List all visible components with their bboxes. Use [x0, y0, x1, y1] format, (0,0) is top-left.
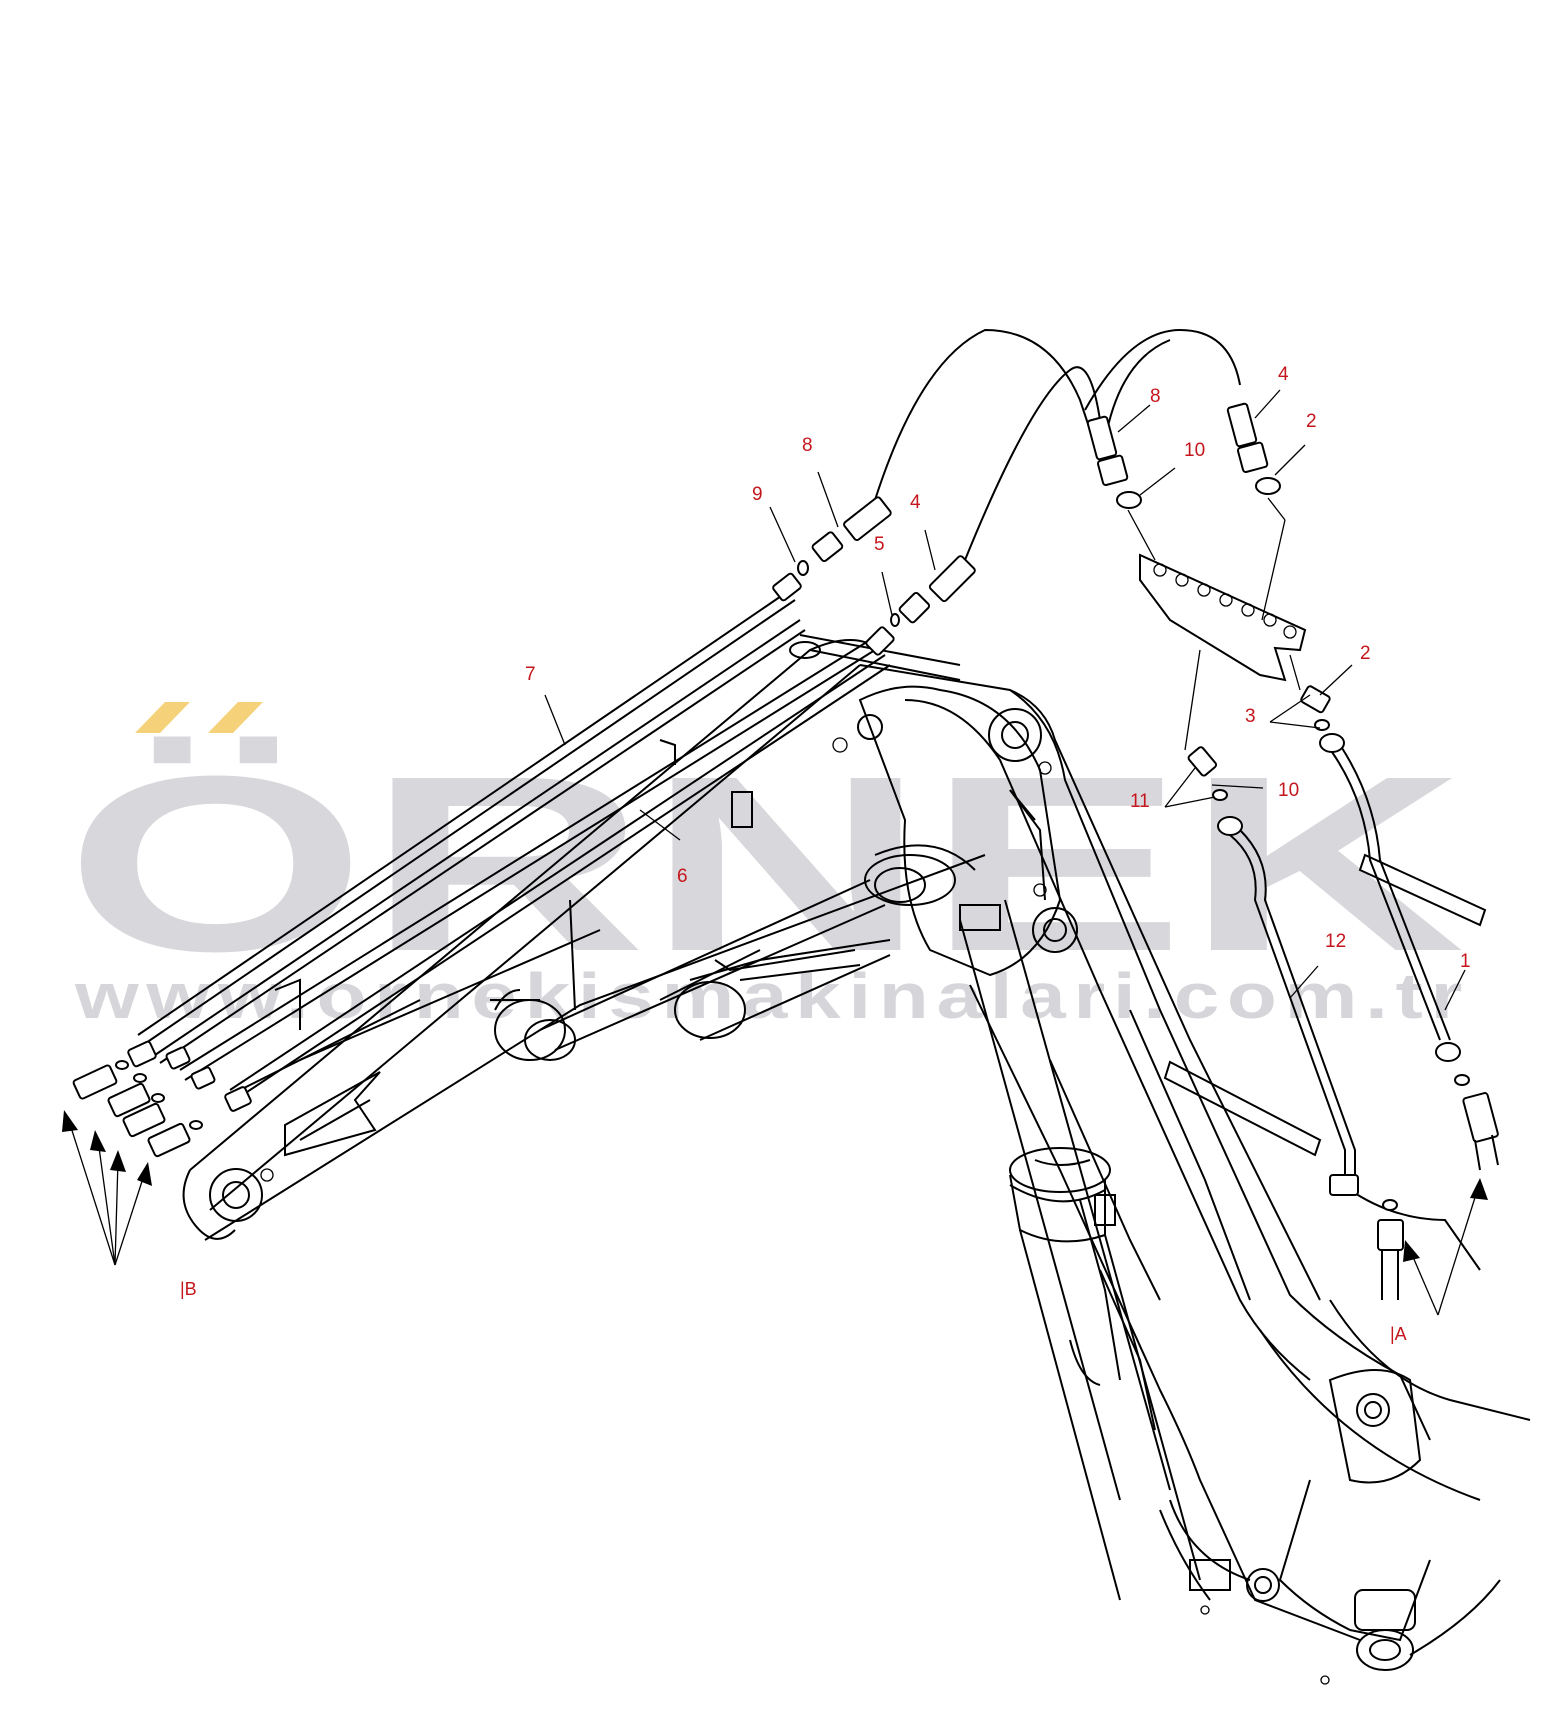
watermark: ÖRNEK www.ornekismakinalari.com.tr	[65, 702, 1470, 1032]
callout-8-left: 8	[802, 435, 813, 456]
callout-10-upper: 10	[1184, 440, 1205, 461]
boom-cylinder	[959, 899, 1251, 1601]
fitting-lower-a	[1377, 1219, 1404, 1251]
hose-clip-right	[1358, 853, 1487, 927]
fitting-10-lower	[1187, 746, 1218, 777]
callout-6: 6	[677, 866, 688, 887]
callout-11: 11	[1130, 791, 1150, 812]
fittings	[72, 402, 1499, 1300]
references: |A |B	[180, 1279, 1407, 1344]
nut-left-lower	[865, 626, 895, 656]
fitting-8-left	[811, 496, 892, 563]
watermark-url: www.ornekismakinalari.com.tr	[74, 960, 1470, 1032]
nut-left-upper	[772, 572, 802, 602]
oring-lower-b	[1454, 1074, 1470, 1086]
nut-tube-12-bottom	[1329, 1174, 1359, 1196]
fitting-lower-b	[1462, 1092, 1499, 1143]
callout-2-lower: 2	[1360, 643, 1371, 664]
hose-6	[179, 639, 891, 1101]
callout-7: 7	[525, 664, 536, 685]
callout-8-right: 8	[1150, 386, 1161, 407]
arm-cylinder	[494, 844, 976, 1061]
oring-3-upper	[1314, 719, 1330, 731]
callout-4-left: 4	[910, 492, 921, 513]
ref-arrows-b	[62, 1110, 152, 1266]
fitting-4-right	[1226, 402, 1281, 495]
callout-1: 1	[1460, 951, 1471, 972]
hose-7	[137, 589, 806, 1064]
callouts: 7 6 8 9 4 5 8 10 4 2 2 3 11 10 12 1	[525, 364, 1471, 972]
callout-9: 9	[752, 484, 763, 505]
nut-tube-1-top	[1319, 733, 1345, 753]
nut-tube-12-top	[1217, 816, 1243, 836]
reference-a: |A	[1390, 1324, 1407, 1344]
watermark-umlaut-right	[208, 702, 263, 733]
hose-bracket	[1139, 553, 1307, 682]
ref-arrows-a	[1403, 1178, 1488, 1316]
fitting-8-right	[1086, 415, 1142, 509]
fitting-2-right	[1300, 685, 1331, 714]
oring-9	[797, 560, 809, 576]
callout-12: 12	[1325, 931, 1346, 952]
callout-10-lower: 10	[1278, 780, 1299, 801]
leader-lines	[544, 389, 1466, 1011]
callout-5: 5	[874, 534, 885, 555]
callout-3: 3	[1245, 706, 1256, 727]
callout-4-right: 4	[1278, 364, 1289, 385]
boom-body	[859, 664, 1531, 1685]
fitting-4-left	[898, 555, 976, 624]
reference-b: |B	[180, 1279, 197, 1299]
oring-lower-a	[1382, 1199, 1398, 1211]
left-end-fittings	[72, 1040, 252, 1158]
callout-2-upper: 2	[1306, 411, 1317, 432]
watermark-umlaut-left	[135, 702, 190, 733]
watermark-brand: ÖRNEK	[65, 724, 1465, 1003]
hose-clip-center	[1163, 1060, 1322, 1157]
oring-11	[1212, 789, 1228, 801]
oring-5	[890, 613, 900, 627]
nut-tube-1-bottom	[1435, 1042, 1461, 1062]
tube-12	[1229, 834, 1346, 1175]
